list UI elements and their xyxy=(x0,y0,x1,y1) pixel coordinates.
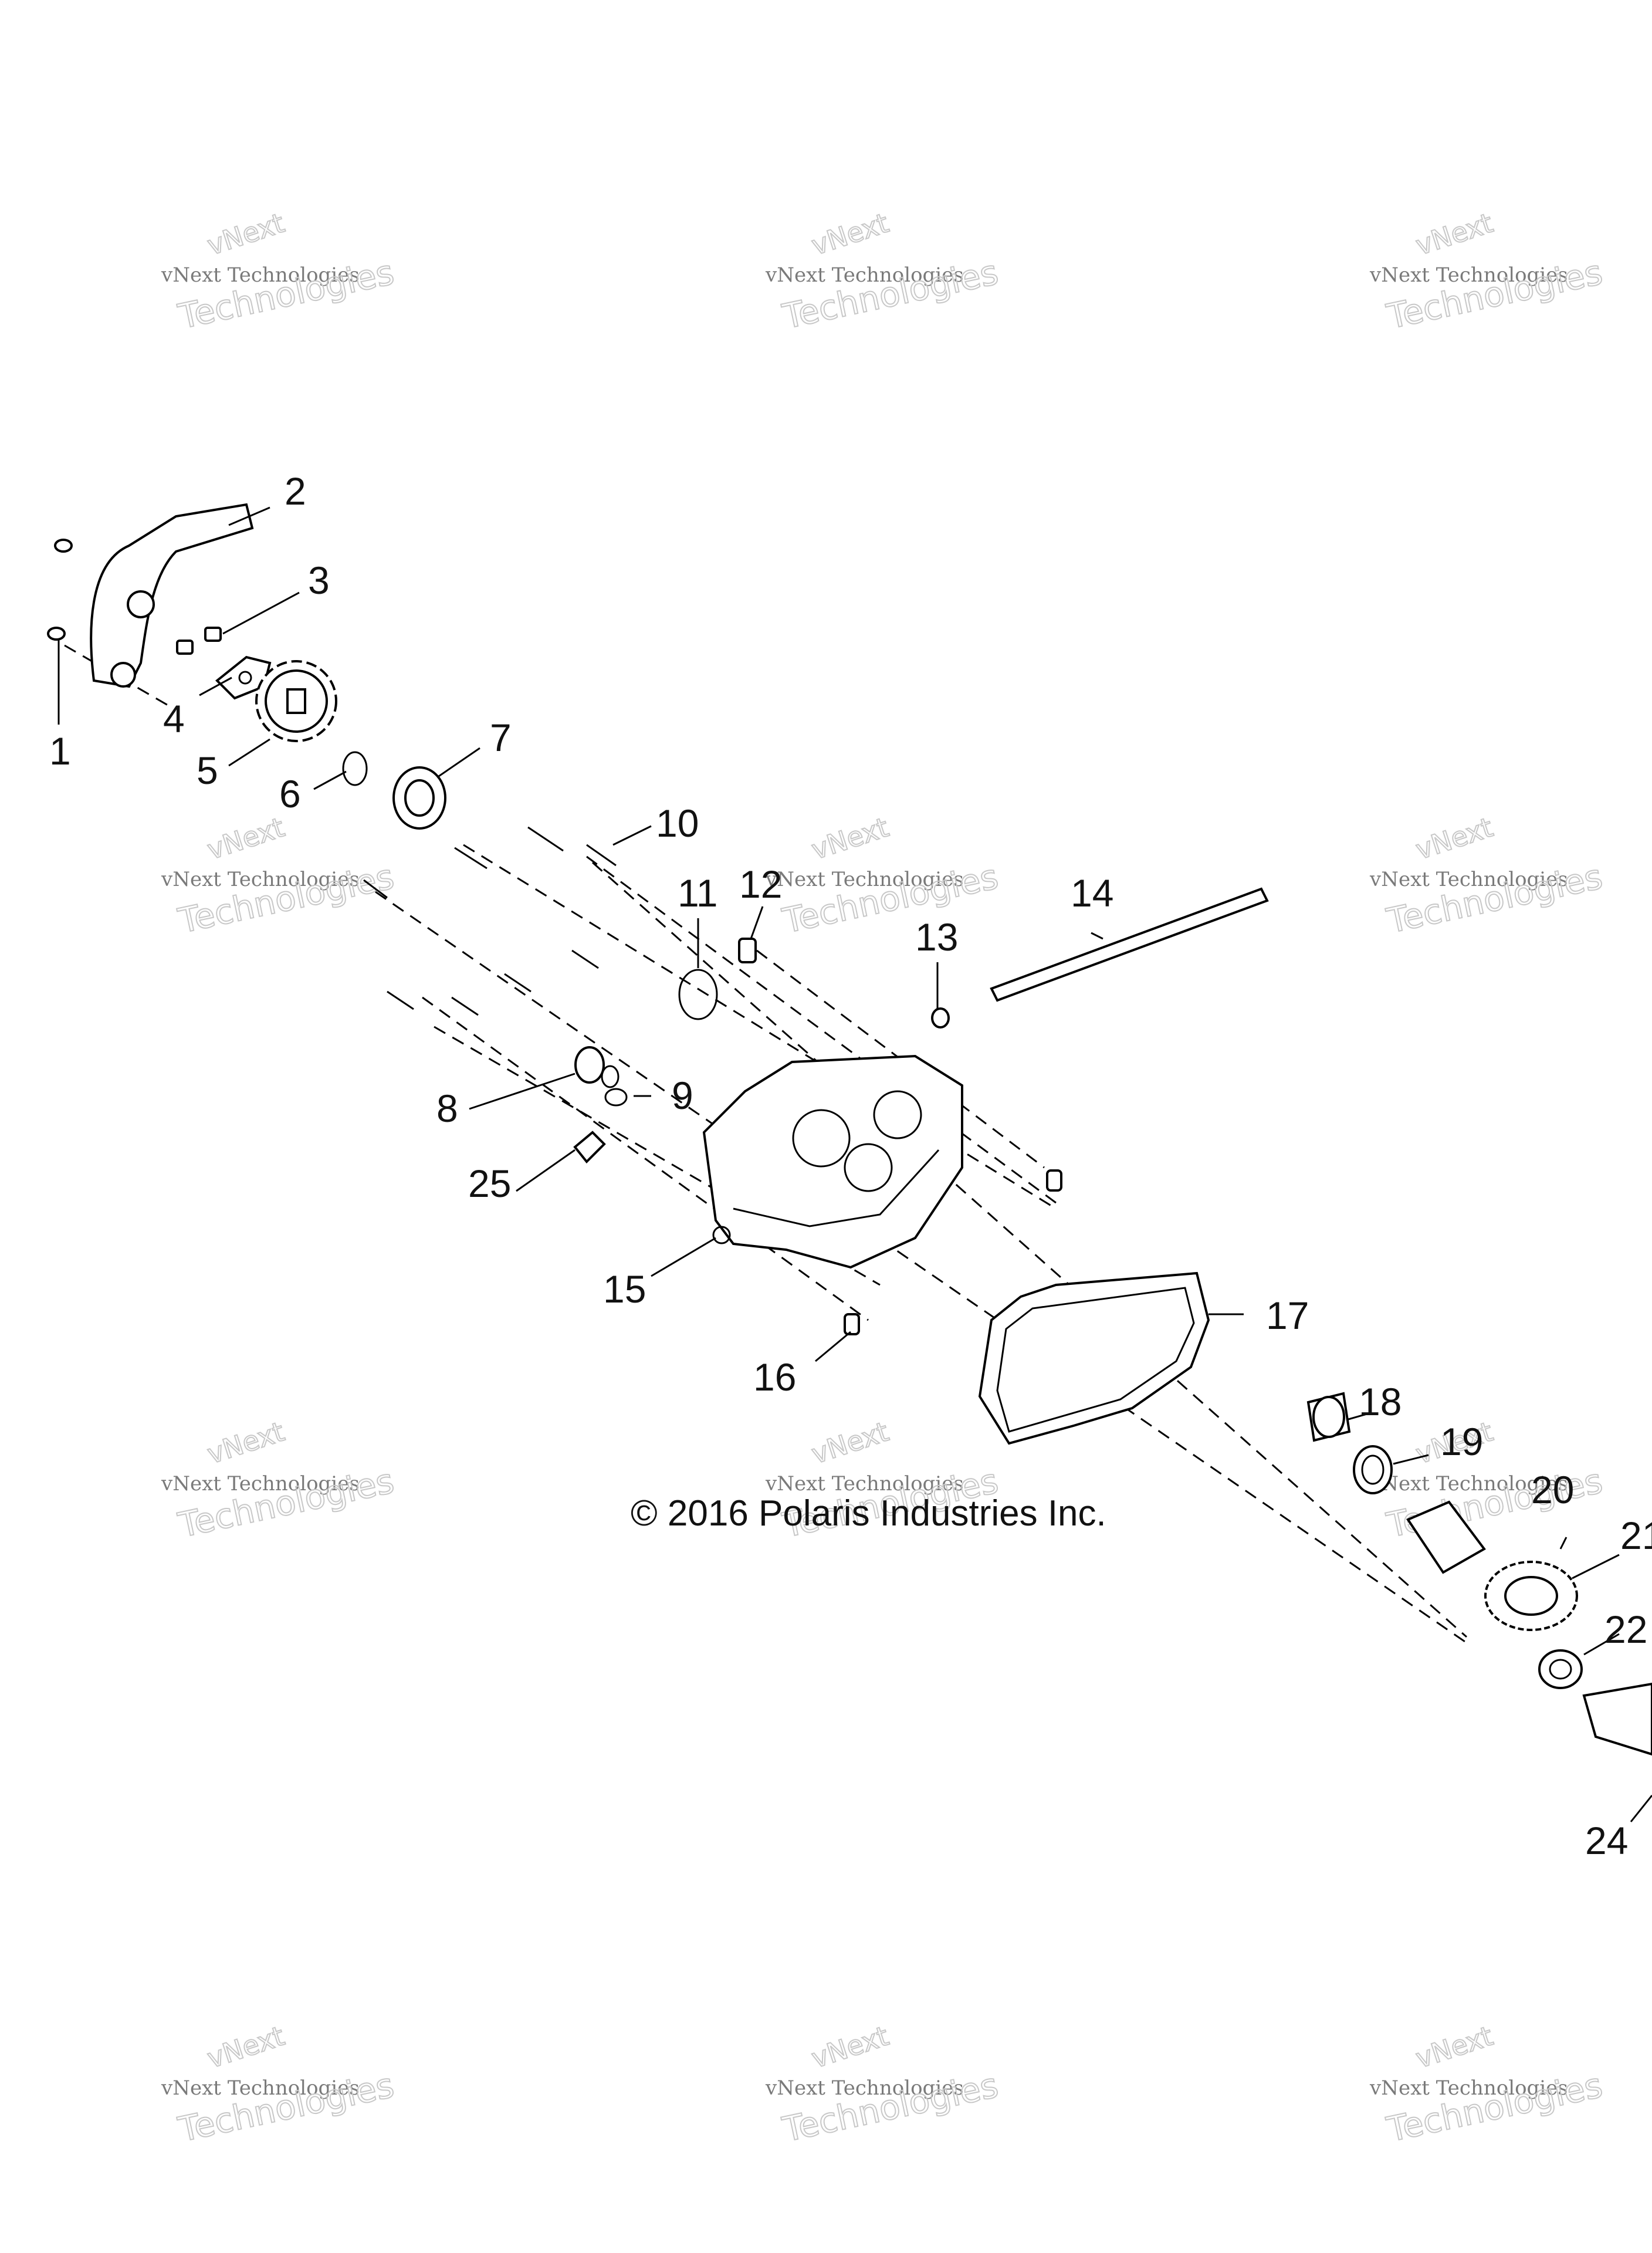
watermark-tilt-text: vNext xyxy=(808,1416,893,1470)
callout-16: 16 xyxy=(753,1355,796,1399)
watermark-text: vNext Technologies xyxy=(161,1472,360,1496)
callout-20: 20 xyxy=(1531,1468,1574,1511)
callout-22: 22 xyxy=(1604,1608,1647,1651)
watermark-tilt-text: vNext xyxy=(1412,207,1497,262)
callout-labels: 1 2 3 4 5 6 7 8 9 10 11 12 13 14 15 16 1… xyxy=(49,469,1652,1862)
callout-9: 9 xyxy=(672,1074,693,1117)
callout-7: 7 xyxy=(490,716,512,759)
part-chain-guard-2 xyxy=(90,503,254,688)
callout-19: 19 xyxy=(1440,1420,1483,1463)
part-clamp-13 xyxy=(931,1007,950,1029)
watermark-text: vNext Technologies xyxy=(765,2076,964,2100)
watermark-tilt-text: vNext xyxy=(204,1416,289,1470)
watermark-text: vNext Technologies xyxy=(161,868,360,891)
callout-10: 10 xyxy=(656,801,699,845)
watermark-text: vNext Technologies xyxy=(1369,868,1568,891)
part-seal-19 xyxy=(1353,1445,1393,1494)
watermark-tilt-text: vNext xyxy=(204,811,289,866)
callout-4: 4 xyxy=(163,697,185,740)
watermark-text: vNext Technologies xyxy=(161,263,360,287)
watermark-text: vNext Technologies xyxy=(765,263,964,287)
callout-5: 5 xyxy=(197,749,218,792)
callout-17: 17 xyxy=(1266,1294,1309,1337)
callout-8: 8 xyxy=(436,1087,458,1130)
part-circlip-11 xyxy=(678,969,718,1020)
part-bearing-22 xyxy=(1538,1649,1583,1689)
copyright-notice: © 2016 Polaris Industries Inc. xyxy=(631,1493,1106,1534)
watermark-text: vNext Technologies xyxy=(1369,263,1568,287)
part-gear-21 xyxy=(1484,1561,1578,1631)
callout-12: 12 xyxy=(739,862,782,906)
part-shaft-20 xyxy=(1406,1500,1486,1574)
part-vent-tube-14 xyxy=(990,887,1269,1002)
part-output-shaft-24 xyxy=(1582,1682,1652,1756)
part-screw-1 xyxy=(47,539,73,641)
part-gasket-17 xyxy=(978,1271,1210,1445)
watermark-tilt-text: vNext xyxy=(808,207,893,262)
callout-24: 24 xyxy=(1585,1819,1628,1862)
watermark-tilt-text: vNext xyxy=(204,2020,289,2075)
callout-15: 15 xyxy=(603,1267,646,1311)
watermark-tilt-text: vNext xyxy=(1412,811,1497,866)
part-plug-8 xyxy=(574,1046,620,1088)
callout-3: 3 xyxy=(308,559,330,602)
watermark-text: vNext Technologies xyxy=(765,1472,964,1496)
callout-13: 13 xyxy=(915,915,958,959)
watermark-tilt-text: vNext xyxy=(808,811,893,866)
watermark-text: vNext Technologies xyxy=(1369,1472,1568,1496)
watermark-tilt-text: vNext xyxy=(808,2020,893,2075)
leader-lines xyxy=(57,506,1652,1822)
part-bolts-10 xyxy=(363,826,617,1016)
watermark-tilt-text: vNext xyxy=(1412,2020,1497,2075)
part-bearing-7 xyxy=(392,766,446,830)
callout-14: 14 xyxy=(1071,871,1113,915)
watermark-tilt-text: vNext xyxy=(204,207,289,262)
watermark-text: vNext Technologies xyxy=(765,868,964,891)
callout-6: 6 xyxy=(279,772,301,816)
callout-18: 18 xyxy=(1359,1380,1402,1423)
part-housing-cover-15 xyxy=(702,1054,963,1269)
part-dowel-pin xyxy=(844,1169,1062,1335)
watermark-text: vNext Technologies xyxy=(161,2076,360,2100)
part-sprocket-5 xyxy=(255,660,337,742)
callout-11: 11 xyxy=(678,871,718,915)
callout-25: 25 xyxy=(468,1162,511,1205)
callout-21: 21 xyxy=(1620,1514,1652,1557)
part-clip-25 xyxy=(573,1131,606,1163)
part-fitting-12 xyxy=(738,938,757,963)
part-snap-ring-6 xyxy=(342,751,368,786)
part-bolt-3 xyxy=(176,627,222,655)
callout-1: 1 xyxy=(49,729,71,773)
watermark-text: vNext Technologies xyxy=(1369,2076,1568,2100)
part-needle-bearing-18 xyxy=(1306,1392,1351,1442)
callout-2: 2 xyxy=(285,469,306,513)
part-o-ring-9 xyxy=(604,1088,628,1107)
